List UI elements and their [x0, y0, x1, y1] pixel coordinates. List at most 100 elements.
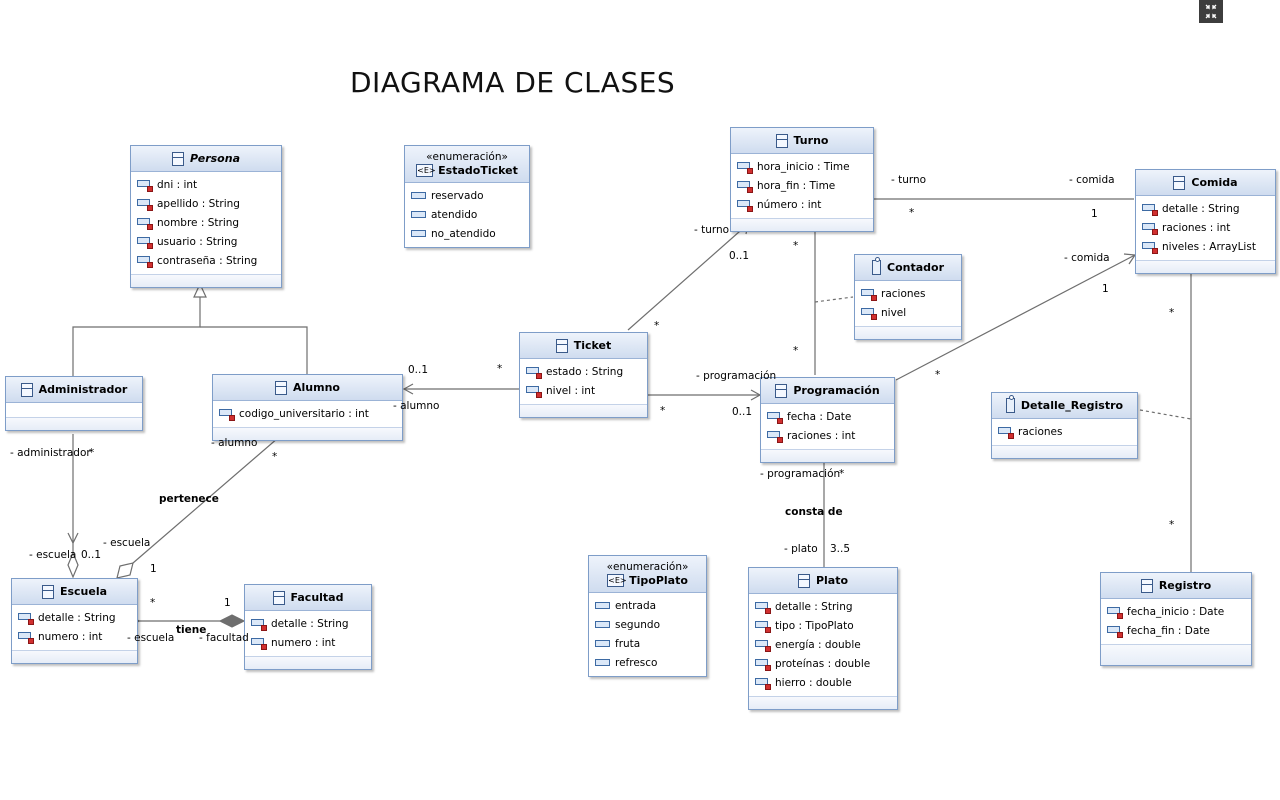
attribute-row[interactable]: fecha_inicio : Date: [1101, 602, 1251, 621]
generalization-arrowhead: [193, 282, 207, 298]
role-label: - comida: [1069, 174, 1115, 186]
class-plato[interactable]: Plato detalle : String tipo : TipoPlato …: [748, 567, 898, 710]
attribute-row[interactable]: hierro : double: [749, 673, 897, 692]
role-label: - escuela: [29, 549, 77, 561]
class-escuela[interactable]: Escuela detalle : String numero : int: [11, 578, 138, 664]
attribute-icon: [755, 601, 771, 614]
class-detalle-registro[interactable]: Detalle_Registro raciones: [991, 392, 1138, 459]
class-name: Facultad: [290, 591, 344, 604]
attribute-row[interactable]: codigo_universitario : int: [213, 404, 402, 423]
class-header: Turno: [731, 128, 873, 154]
class-comida[interactable]: Comida detalle : String raciones : int n…: [1135, 169, 1276, 274]
association-programacion-comida: [895, 254, 1136, 381]
class-administrador[interactable]: Administrador: [5, 376, 143, 431]
attribute-text: estado : String: [546, 365, 624, 378]
literal-text: segundo: [615, 618, 660, 631]
attribute-row[interactable]: número : int: [731, 195, 873, 214]
operations-compartment: [992, 445, 1137, 458]
role-label: - plato: [784, 543, 818, 555]
class-header: Escuela: [12, 579, 137, 605]
role-label: - turno: [694, 224, 730, 236]
attribute-row[interactable]: raciones: [855, 284, 961, 303]
literal-row[interactable]: atendido: [405, 205, 529, 224]
enum-literal-icon: [411, 211, 426, 218]
attribute-row[interactable]: contraseña : String: [131, 251, 281, 270]
class-alumno[interactable]: Alumno codigo_universitario : int: [212, 374, 403, 441]
multiplicity-label: *: [1169, 519, 1175, 531]
attribute-row[interactable]: dni : int: [131, 175, 281, 194]
literal-row[interactable]: refresco: [589, 653, 706, 672]
class-header: «enumeración» <E>EstadoTicket: [405, 146, 529, 183]
attribute-icon: [1107, 606, 1123, 619]
class-ticket[interactable]: Ticket estado : String nivel : int: [519, 332, 648, 418]
attribute-icon: [861, 307, 877, 320]
attribute-row[interactable]: estado : String: [520, 362, 647, 381]
class-name: EstadoTicket: [438, 164, 518, 177]
class-registro[interactable]: Registro fecha_inicio : Date fecha_fin :…: [1100, 572, 1252, 666]
attribute-row[interactable]: hora_fin : Time: [731, 176, 873, 195]
attribute-icon: [737, 180, 753, 193]
role-label: - facultad: [199, 632, 249, 644]
enumeration-icon: <E>: [416, 164, 436, 177]
class-turno[interactable]: Turno hora_inicio : Time hora_fin : Time…: [730, 127, 874, 232]
operations-compartment: [855, 326, 961, 339]
attribute-row[interactable]: numero : int: [245, 633, 371, 652]
aggregation-alumno-escuela: [132, 437, 279, 564]
generalization-administrador-persona: [72, 297, 201, 376]
enum-estado-ticket[interactable]: «enumeración» <E>EstadoTicket reservado …: [404, 145, 530, 248]
attribute-row[interactable]: fecha_fin : Date: [1101, 621, 1251, 640]
attribute-row[interactable]: nivel: [855, 303, 961, 322]
class-contador[interactable]: Contador raciones nivel: [854, 254, 962, 340]
enum-tipo-plato[interactable]: «enumeración» <E>TipoPlato entrada segun…: [588, 555, 707, 677]
class-name: Plato: [815, 574, 849, 587]
exit-fullscreen-button[interactable]: [1199, 0, 1223, 23]
attribute-row[interactable]: niveles : ArrayList: [1136, 237, 1275, 256]
attribute-icon: [755, 620, 771, 633]
attribute-icon: [998, 426, 1014, 439]
attribute-text: energía : double: [775, 638, 861, 651]
literal-row[interactable]: segundo: [589, 615, 706, 634]
attribute-row[interactable]: tipo : TipoPlato: [749, 616, 897, 635]
attribute-row[interactable]: energía : double: [749, 635, 897, 654]
class-header: Contador: [855, 255, 961, 281]
class-name: Contador: [887, 261, 944, 274]
attribute-row[interactable]: detalle : String: [12, 608, 137, 627]
multiplicity-label: *: [660, 405, 666, 417]
class-header: Persona: [131, 146, 281, 172]
attribute-row[interactable]: apellido : String: [131, 194, 281, 213]
class-icon: [272, 590, 285, 605]
class-persona[interactable]: Persona dni : int apellido : String nomb…: [130, 145, 282, 288]
role-label: - comida: [1064, 252, 1110, 264]
literal-row[interactable]: no_atendido: [405, 224, 529, 243]
attribute-row[interactable]: usuario : String: [131, 232, 281, 251]
class-programacion[interactable]: Programación fecha : Date raciones : int: [760, 377, 895, 463]
aggregation-diamond-alumno: [116, 562, 134, 579]
attribute-row[interactable]: raciones: [992, 422, 1137, 441]
attribute-row[interactable]: raciones : int: [761, 426, 894, 445]
attribute-text: proteínas : double: [775, 657, 871, 670]
attribute-row[interactable]: proteínas : double: [749, 654, 897, 673]
attribute-row[interactable]: numero : int: [12, 627, 137, 646]
operations-compartment: [131, 274, 281, 287]
association-name: pertenece: [159, 493, 219, 505]
multiplicity-label: *: [909, 207, 915, 219]
literal-row[interactable]: entrada: [589, 596, 706, 615]
attribute-row[interactable]: detalle : String: [749, 597, 897, 616]
class-facultad[interactable]: Facultad detalle : String numero : int: [244, 584, 372, 670]
attribute-row[interactable]: detalle : String: [1136, 199, 1275, 218]
attribute-row[interactable]: raciones : int: [1136, 218, 1275, 237]
multiplicity-label: 1: [1102, 283, 1109, 295]
attribute-row[interactable]: detalle : String: [245, 614, 371, 633]
class-icon: [171, 151, 184, 166]
attribute-icon: [737, 161, 753, 174]
attribute-row[interactable]: fecha : Date: [761, 407, 894, 426]
attribute-row[interactable]: nivel : int: [520, 381, 647, 400]
attribute-row[interactable]: hora_inicio : Time: [731, 157, 873, 176]
literal-row[interactable]: reservado: [405, 186, 529, 205]
class-header: Comida: [1136, 170, 1275, 196]
attribute-text: hierro : double: [775, 676, 852, 689]
literal-row[interactable]: fruta: [589, 634, 706, 653]
attribute-icon: [737, 199, 753, 212]
multiplicity-label: *: [89, 447, 95, 459]
attribute-row[interactable]: nombre : String: [131, 213, 281, 232]
